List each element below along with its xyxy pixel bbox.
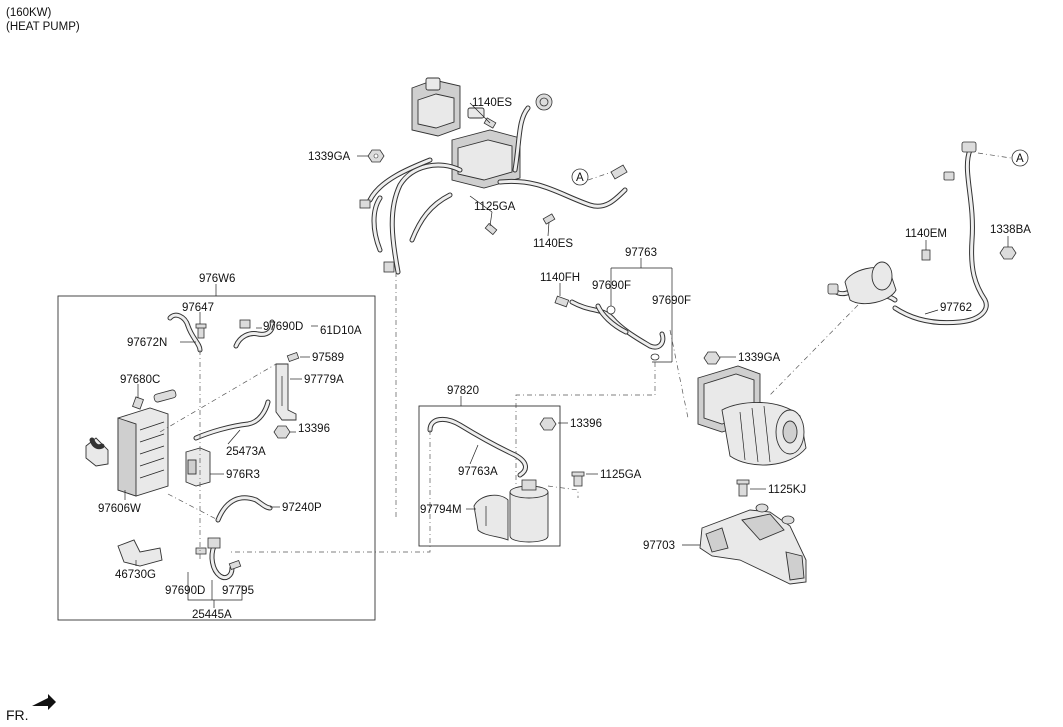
refrigerant-valve-module — [411, 77, 553, 189]
hose-61D10A — [233, 319, 275, 349]
label-1140EM: 1140EM — [905, 228, 947, 240]
sensor-pipe-97672N — [167, 312, 203, 353]
label-97690F-a: 97690F — [592, 280, 631, 292]
label-61D10A: 61D10A — [320, 325, 362, 337]
pipe-97240P — [215, 495, 273, 523]
label-97762: 97762 — [940, 302, 972, 314]
label-25445A: 25445A — [192, 609, 232, 621]
bolt-97647-icon — [195, 323, 207, 339]
refrigerant-pipe-harness — [359, 105, 628, 275]
label-97703: 97703 — [643, 540, 675, 552]
label-97672N: 97672N — [127, 337, 167, 349]
label-1125KJ: 1125KJ — [768, 484, 806, 496]
bolt-1140FH-icon — [554, 295, 570, 308]
label-97680C: 97680C — [120, 374, 160, 386]
front-arrow-icon — [32, 694, 56, 710]
nut-1339GA-top-icon — [367, 149, 385, 163]
nut-13396-mid-icon — [539, 417, 557, 431]
valve-976R3 — [185, 447, 211, 487]
nut-13396-left-icon — [273, 425, 291, 439]
label-97647: 97647 — [182, 302, 214, 314]
label-976W6: 976W6 — [199, 273, 235, 285]
label-13396-left: 13396 — [298, 423, 330, 435]
compressor-bracket-97703 — [699, 503, 807, 585]
group-box-976W6 — [57, 295, 376, 621]
bolt-1125GA-mid-icon — [571, 471, 585, 487]
front-label: FR. — [6, 707, 29, 723]
label-97606W: 97606W — [98, 503, 141, 515]
bracket-46730G — [117, 539, 163, 567]
label-1125GA-top: 1125GA — [474, 201, 516, 213]
bolt-1125KJ-icon — [736, 479, 750, 497]
connector-a-right-label: A — [1016, 153, 1024, 165]
label-25473A: 25473A — [226, 446, 266, 458]
header-line1: (160KW) — [6, 7, 52, 19]
nut-1339GA-right-icon — [703, 351, 721, 365]
accumulator-97820 — [427, 416, 549, 543]
bracket-97779A — [275, 363, 297, 421]
label-97690D-bot: 97690D — [165, 585, 205, 597]
bolt-1140ES-mid-icon — [542, 213, 556, 225]
bolt-1140EM-icon — [921, 249, 931, 261]
label-97690F-b: 97690F — [652, 295, 691, 307]
label-46730G: 46730G — [115, 569, 156, 581]
bolt-97589-icon — [286, 351, 300, 363]
label-13396-mid: 13396 — [570, 418, 602, 430]
header-line2: (HEAT PUMP) — [6, 21, 80, 33]
label-97763A: 97763A — [458, 466, 498, 478]
label-97820: 97820 — [447, 385, 479, 397]
accumulator-hose-assembly — [827, 141, 989, 326]
label-1140ES-mid: 1140ES — [533, 238, 573, 250]
label-1338BA: 1338BA — [990, 224, 1031, 236]
connector-a-right: A — [1011, 149, 1029, 167]
label-1140FH: 1140FH — [540, 272, 580, 284]
label-97240P: 97240P — [282, 502, 322, 514]
label-1140ES-top: 1140ES — [472, 97, 512, 109]
label-97794M: 97794M — [420, 504, 462, 516]
group-box-97820 — [418, 405, 561, 547]
bolt-97680C-icon — [132, 396, 144, 410]
label-97763: 97763 — [625, 247, 657, 259]
label-1339GA-top: 1339GA — [308, 151, 351, 163]
label-97795: 97795 — [222, 585, 254, 597]
electric-compressor — [697, 365, 807, 466]
label-1125GA-mid: 1125GA — [600, 469, 642, 481]
connector-a-left-label: A — [576, 172, 584, 184]
bolt-1125GA-top-icon — [484, 222, 498, 236]
pipe-25473A — [193, 399, 271, 441]
label-97690D-top: 97690D — [263, 321, 303, 333]
label-97779A: 97779A — [304, 374, 344, 386]
pipe-25445A — [195, 537, 235, 581]
label-97589: 97589 — [312, 352, 344, 364]
label-1339GA-right: 1339GA — [738, 352, 781, 364]
clip-97795-icon — [228, 559, 242, 571]
chiller-97606W — [85, 389, 177, 497]
nut-1338BA-icon — [999, 246, 1017, 260]
discharge-pipe-97763 — [569, 299, 666, 361]
label-976R3: 976R3 — [226, 469, 260, 481]
connector-a-left: A — [571, 168, 589, 186]
